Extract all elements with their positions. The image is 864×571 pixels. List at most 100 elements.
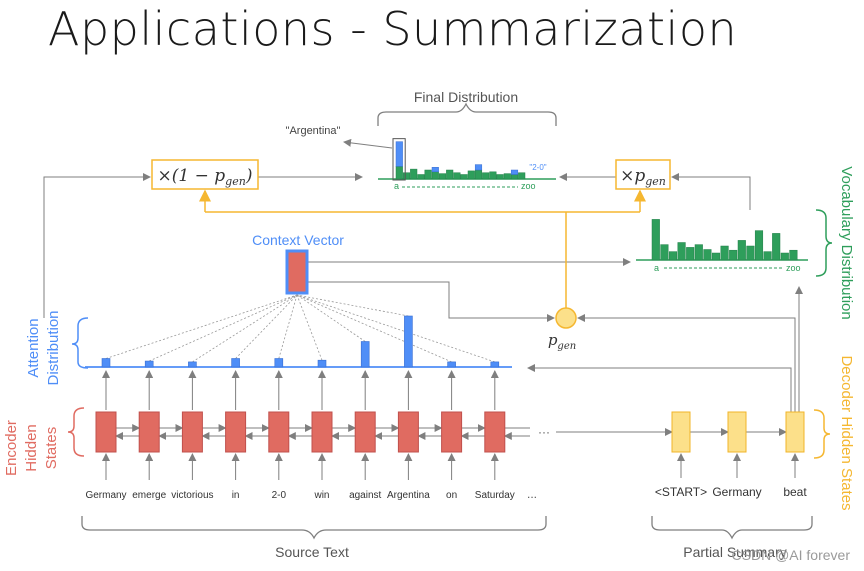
svg-text:States: States <box>43 427 60 470</box>
source-text-brace <box>81 516 547 540</box>
source-ellipsis: ... <box>527 487 537 501</box>
attention-bar <box>404 315 413 368</box>
attention-to-context-dotted <box>296 294 323 361</box>
final-bar <box>510 174 519 180</box>
vocab-brace <box>815 209 833 277</box>
encoder-state <box>225 411 247 453</box>
final-bar <box>518 172 526 180</box>
final-vocab-end: zoo <box>521 181 536 191</box>
vocab-end: zoo <box>786 263 801 273</box>
decoder-to-pgen-arrow <box>577 314 796 412</box>
encoder-state <box>354 411 376 453</box>
decoder-brace <box>813 409 831 459</box>
encoder-state <box>181 411 203 453</box>
source-text-label: Source Text <box>275 544 349 560</box>
vocab-bar <box>711 252 721 261</box>
final-bar <box>410 168 418 180</box>
final-bar <box>503 173 511 180</box>
decoder-state <box>785 411 805 453</box>
attention-bar <box>447 361 456 368</box>
vocab-bar <box>729 249 738 261</box>
summary-word: Germany <box>712 485 761 499</box>
final-argentina-attention-bar <box>395 141 403 167</box>
one-minus-pgen-formula: ×(1 − pgen) <box>158 166 253 188</box>
svg-text:Attention: Attention <box>25 318 42 377</box>
attention-to-context-dotted <box>149 294 298 362</box>
attention-to-context-dotted <box>296 294 366 342</box>
times-pgen-box <box>615 159 671 190</box>
encoder-ellipsis: ··· <box>538 425 550 439</box>
watermark: CSDN @AI forever <box>731 547 850 563</box>
attention-to-context-dotted <box>296 294 452 363</box>
one-minus-pgen-box <box>151 159 259 190</box>
final-bar <box>402 172 411 180</box>
source-word: emerge <box>132 490 166 501</box>
final-distribution-label: Final Distribution <box>414 89 518 105</box>
final-bar <box>417 174 425 180</box>
source-word: Argentina <box>387 490 430 501</box>
context-vector-box <box>285 249 309 295</box>
summary-word: <START> <box>655 485 707 499</box>
attention-bar <box>274 358 284 368</box>
vocab-bar <box>746 245 755 261</box>
vocab-bar <box>694 244 703 261</box>
attention-to-context-dotted <box>235 294 298 359</box>
final-bar <box>438 173 447 180</box>
connection-lines <box>43 138 803 480</box>
vocabulary-distribution <box>636 219 808 269</box>
final-vocab-start: a <box>394 181 399 191</box>
decoder-state <box>727 411 747 453</box>
vocab-start: a <box>654 263 659 273</box>
attention-to-multiply-arrow <box>43 173 151 318</box>
final-bar <box>496 174 504 180</box>
context-to-pgen-arrow <box>307 281 555 322</box>
source-word: win <box>313 490 329 501</box>
attention-distribution <box>101 315 500 368</box>
source-word: Germany <box>85 490 126 501</box>
attention-bar <box>188 361 197 368</box>
attention-to-context-dotted <box>278 294 298 359</box>
vocab-bar <box>651 219 660 261</box>
final-bar <box>424 169 432 180</box>
attention-to-context-dotted <box>296 294 495 363</box>
decoder-hidden-states <box>671 411 805 453</box>
vocab-bar <box>780 252 789 261</box>
context-vector-label: Context Vector <box>252 232 344 248</box>
encoder-hidden-states <box>95 411 506 453</box>
attention-to-context-dotted <box>105 294 298 359</box>
encoder-state <box>484 411 506 453</box>
attention-bar <box>231 358 240 368</box>
argentina-pointer-arrow <box>343 138 393 149</box>
vocab-bar <box>660 244 669 261</box>
encoder-hidden-states-label: Encoder Hidden States <box>3 420 60 476</box>
vocab-bar <box>737 240 746 261</box>
svg-text:Encoder: Encoder <box>3 420 20 476</box>
argentina-pointer-label: "Argentina" <box>286 125 341 137</box>
final-bar <box>446 169 454 180</box>
source-word: Saturday <box>475 490 515 501</box>
attention-bar <box>490 361 500 368</box>
vocab-bar <box>720 245 729 261</box>
final-two-zero-label: "2-0" <box>529 163 546 172</box>
attention-bar <box>101 358 111 368</box>
attention-distribution-label: Attention Distribution <box>25 310 62 385</box>
final-bar <box>474 169 483 180</box>
vocab-to-multiply-arrow <box>671 173 751 210</box>
svg-text:Hidden: Hidden <box>23 424 40 472</box>
attention-to-context-dotted <box>296 294 409 317</box>
final-bar <box>453 172 461 180</box>
vocab-bar <box>789 249 798 261</box>
partial-summary-brace <box>651 516 813 540</box>
encoder-state <box>441 411 463 453</box>
source-word: on <box>446 490 457 501</box>
final-argentina-highlight <box>392 138 406 181</box>
source-word: in <box>232 490 240 501</box>
summary-word: beat <box>783 485 807 499</box>
final-bar <box>482 172 490 180</box>
final-bar <box>489 171 497 180</box>
slide-title: Applications - Summarization <box>48 2 738 56</box>
final-attention-overlay-bar <box>474 164 483 171</box>
attention-bar <box>144 360 154 368</box>
